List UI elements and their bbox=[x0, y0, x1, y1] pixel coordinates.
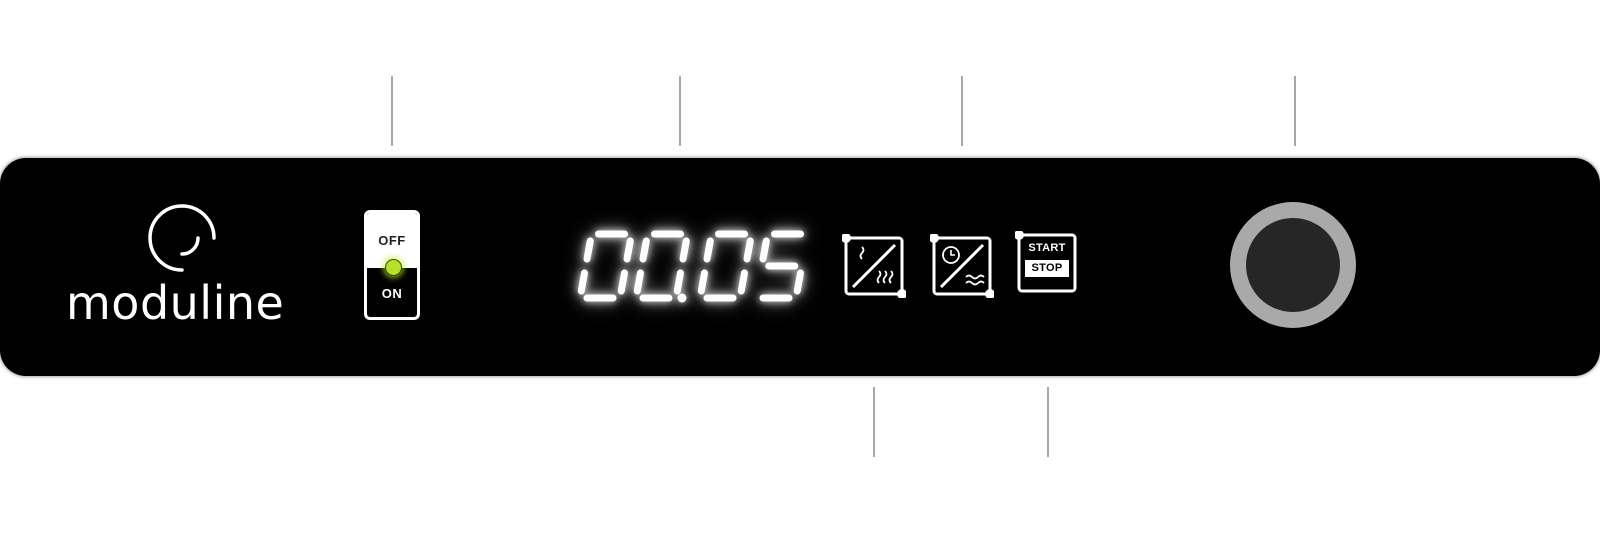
power-switch-off-zone[interactable] bbox=[367, 213, 417, 268]
leader-line-heat-button bbox=[873, 387, 875, 457]
display-segment bbox=[623, 237, 634, 263]
display-segment bbox=[633, 269, 644, 295]
display-segment bbox=[697, 269, 708, 295]
display-segment bbox=[793, 269, 804, 295]
display-segment bbox=[583, 237, 594, 263]
display-segment bbox=[577, 269, 588, 295]
display-segment bbox=[737, 269, 748, 295]
start-stop-frame-icon bbox=[1015, 231, 1077, 293]
leader-line-display bbox=[679, 76, 681, 146]
heat-mode-button[interactable] bbox=[841, 233, 907, 299]
start-stop-button[interactable]: START STOP bbox=[1015, 231, 1077, 293]
power-switch[interactable]: OFF ON bbox=[364, 210, 420, 320]
power-indicator-led bbox=[385, 259, 402, 276]
display-segment bbox=[759, 237, 770, 263]
timer-mode-button[interactable] bbox=[929, 233, 995, 299]
leader-line-knob bbox=[1294, 76, 1296, 146]
power-circle-icon bbox=[148, 204, 216, 272]
heat-waves-icon bbox=[841, 233, 907, 299]
display-digit bbox=[577, 230, 634, 302]
display-segment bbox=[617, 269, 628, 295]
brand-name: moduline bbox=[66, 276, 285, 330]
control-panel: moduline OFF ON 00.05 bbox=[0, 158, 1600, 376]
leader-line-timer-button bbox=[961, 76, 963, 146]
display-segment bbox=[743, 237, 754, 263]
display-digit bbox=[633, 230, 690, 302]
display-decimal-point bbox=[677, 293, 687, 303]
start-label: START bbox=[1028, 242, 1066, 254]
clock-water-icon bbox=[929, 233, 995, 299]
control-knob[interactable] bbox=[1230, 202, 1356, 328]
leader-line-start-stop-button bbox=[1047, 387, 1049, 457]
power-switch-on-label: ON bbox=[381, 286, 403, 301]
display-digit bbox=[759, 230, 805, 302]
display-segment bbox=[679, 237, 690, 263]
leader-line-power-switch bbox=[391, 76, 393, 146]
display-segment bbox=[703, 237, 714, 263]
control-knob-center bbox=[1246, 218, 1340, 312]
digital-display: 00.05 bbox=[574, 226, 805, 308]
display-digit bbox=[697, 230, 754, 302]
brand-logo: moduline bbox=[66, 202, 296, 332]
power-switch-off-label: OFF bbox=[378, 233, 406, 248]
display-segment bbox=[673, 269, 684, 295]
stop-label: STOP bbox=[1025, 260, 1069, 277]
seven-segment-digits bbox=[577, 230, 805, 303]
display-segment bbox=[639, 237, 650, 263]
